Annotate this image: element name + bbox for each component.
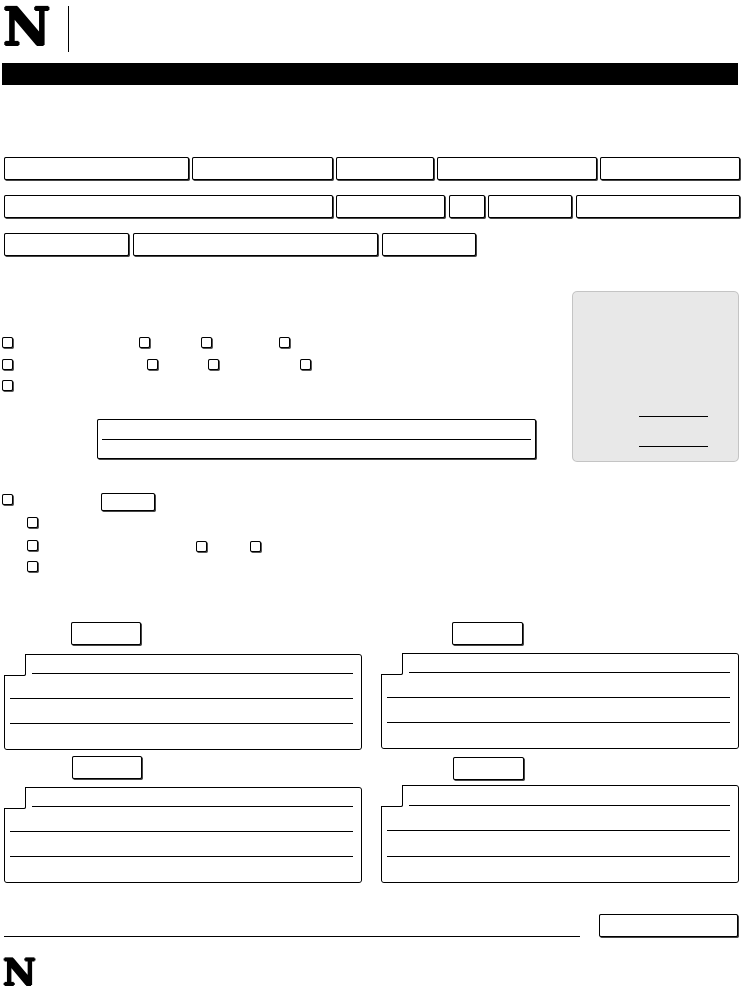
office-use-line-1 bbox=[639, 416, 708, 417]
block1-small-field[interactable] bbox=[71, 622, 141, 645]
block4-line-3 bbox=[387, 856, 730, 857]
block1-line-3 bbox=[10, 723, 353, 724]
checkbox-group1-row1-a[interactable] bbox=[2, 337, 13, 348]
field-group2-small[interactable] bbox=[101, 493, 155, 512]
field-row1-4[interactable] bbox=[437, 157, 597, 180]
block4-line-2 bbox=[387, 830, 730, 831]
field-row2-2-input[interactable] bbox=[337, 196, 444, 217]
field-row1-5-input[interactable] bbox=[601, 158, 739, 179]
field-row2-5[interactable] bbox=[576, 195, 740, 218]
header-divider bbox=[68, 6, 69, 52]
block3-line-1 bbox=[32, 806, 353, 807]
checkbox-group1-row2-d[interactable] bbox=[300, 359, 311, 370]
office-use-panel bbox=[572, 291, 739, 462]
block4-line-1 bbox=[409, 805, 730, 806]
block2-text-area[interactable] bbox=[380, 652, 739, 749]
block2-notch bbox=[380, 652, 403, 675]
block4-notch bbox=[380, 784, 403, 807]
block2-line-1 bbox=[409, 672, 730, 673]
field-row1-1-input[interactable] bbox=[5, 158, 188, 179]
field-row3-3-input[interactable] bbox=[383, 234, 475, 255]
block2-small-field-input[interactable] bbox=[453, 623, 522, 644]
block3-small-field-input[interactable] bbox=[73, 757, 141, 778]
block3-line-2 bbox=[10, 831, 353, 832]
office-use-line-2 bbox=[639, 446, 708, 447]
block1-notch bbox=[3, 653, 26, 676]
field-row2-4-input[interactable] bbox=[489, 196, 571, 217]
block4-text-area[interactable] bbox=[380, 784, 739, 883]
field-row3-3[interactable] bbox=[382, 233, 476, 256]
checkbox-group1-row2-a[interactable] bbox=[2, 359, 13, 370]
checkbox-group1-row2-c[interactable] bbox=[208, 359, 219, 370]
field-row2-3[interactable] bbox=[449, 195, 485, 218]
signature-line[interactable] bbox=[4, 936, 580, 937]
block1-small-field-input[interactable] bbox=[72, 623, 140, 644]
block2-line-2 bbox=[387, 697, 730, 698]
field-row2-5-input[interactable] bbox=[577, 196, 739, 217]
checkbox-group2-sub2-no[interactable] bbox=[250, 541, 261, 552]
field-row1-3[interactable] bbox=[336, 157, 434, 180]
checkbox-group1-row1-c[interactable] bbox=[201, 337, 212, 348]
checkbox-group2-sub3[interactable] bbox=[27, 561, 38, 572]
block3-line-3 bbox=[10, 856, 353, 857]
field-group2-small-input[interactable] bbox=[102, 496, 154, 512]
block2-small-field[interactable] bbox=[452, 622, 523, 645]
field-row3-2[interactable] bbox=[133, 233, 378, 256]
field-row3-1[interactable] bbox=[4, 233, 129, 256]
field-row2-1[interactable] bbox=[4, 195, 333, 218]
field-row1-2[interactable] bbox=[192, 157, 333, 180]
checkbox-group1-row1-d[interactable] bbox=[279, 337, 290, 348]
checkbox-group1-row3-a[interactable] bbox=[2, 380, 13, 391]
field-row2-3-input[interactable] bbox=[450, 196, 484, 217]
field-row3-2-input[interactable] bbox=[134, 234, 377, 255]
checkbox-group1-row1-b[interactable] bbox=[139, 337, 150, 348]
checkbox-group1-row2-b[interactable] bbox=[147, 359, 158, 370]
block4-small-field[interactable] bbox=[453, 757, 524, 780]
date-field-input[interactable] bbox=[600, 915, 737, 936]
description-box[interactable] bbox=[97, 419, 536, 459]
checkbox-group2-sub2-yes[interactable] bbox=[196, 541, 207, 552]
checkbox-group2-sub2[interactable] bbox=[27, 540, 38, 551]
block4-small-field-input[interactable] bbox=[454, 758, 523, 779]
checkbox-group2-main[interactable] bbox=[2, 494, 13, 505]
date-field[interactable] bbox=[599, 914, 738, 937]
field-row1-1[interactable] bbox=[4, 157, 189, 180]
title-banner bbox=[2, 63, 738, 85]
field-row1-2-input[interactable] bbox=[193, 158, 332, 179]
field-row3-1-input[interactable] bbox=[5, 234, 128, 255]
description-box-line bbox=[102, 439, 531, 440]
block1-text-area[interactable] bbox=[3, 653, 362, 750]
footer-university-logo: N bbox=[3, 952, 36, 994]
field-row1-4-input[interactable] bbox=[438, 158, 596, 179]
block3-small-field[interactable] bbox=[72, 756, 142, 779]
block1-line-1 bbox=[32, 673, 353, 674]
block1-line-2 bbox=[10, 698, 353, 699]
field-row2-2[interactable] bbox=[336, 195, 445, 218]
field-row1-3-input[interactable] bbox=[337, 158, 433, 179]
block3-text-area[interactable] bbox=[3, 786, 362, 883]
field-row2-4[interactable] bbox=[488, 195, 572, 218]
block2-line-3 bbox=[387, 722, 730, 723]
field-row1-5[interactable] bbox=[600, 157, 740, 180]
block3-notch bbox=[3, 786, 26, 809]
field-row2-1-input[interactable] bbox=[5, 196, 332, 217]
checkbox-group2-sub1[interactable] bbox=[27, 517, 38, 528]
university-logo: N bbox=[3, 0, 51, 58]
